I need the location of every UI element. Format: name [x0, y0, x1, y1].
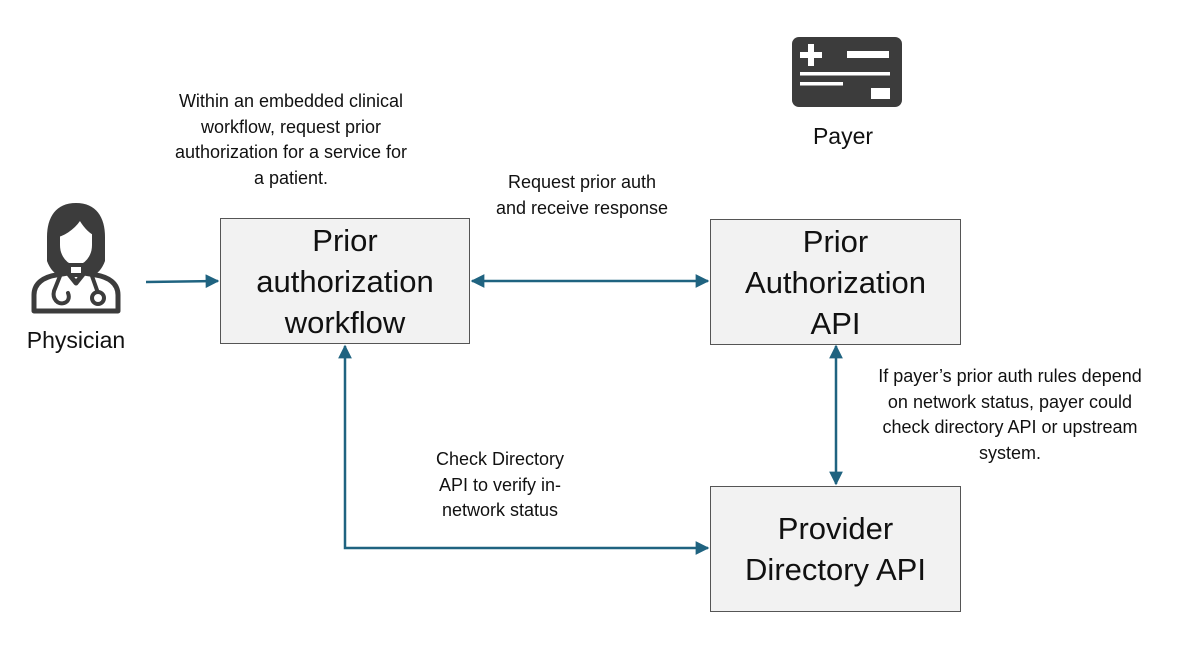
arrow-workflow-directory-api	[338, 344, 710, 555]
prior-authorization-api-box: Prior Authorization API	[710, 219, 961, 345]
prior-authorization-workflow-box: Prior authorization workflow	[220, 218, 470, 344]
provider-directory-api-box: Provider Directory API	[710, 486, 961, 612]
directory-check-note: Check Directory API to verify in-network…	[435, 449, 565, 520]
directory-api-box-label: Provider Directory API	[745, 511, 926, 587]
request-response-note: Request prior auth and receive response	[495, 172, 669, 218]
payer-network-note: If payer’s prior auth rules depend on ne…	[878, 366, 1142, 463]
arrow-physician-to-workflow	[145, 274, 220, 289]
physician-icon	[31, 203, 121, 314]
insurance-card-icon	[792, 37, 902, 107]
physician-note: Within an embedded clinical workflow, re…	[174, 91, 408, 188]
physician-label: Physician	[26, 327, 126, 353]
payer-label: Payer	[812, 123, 874, 149]
workflow-box-label: Prior authorization workflow	[256, 222, 434, 340]
pa-api-box-label: Prior Authorization API	[745, 223, 926, 341]
